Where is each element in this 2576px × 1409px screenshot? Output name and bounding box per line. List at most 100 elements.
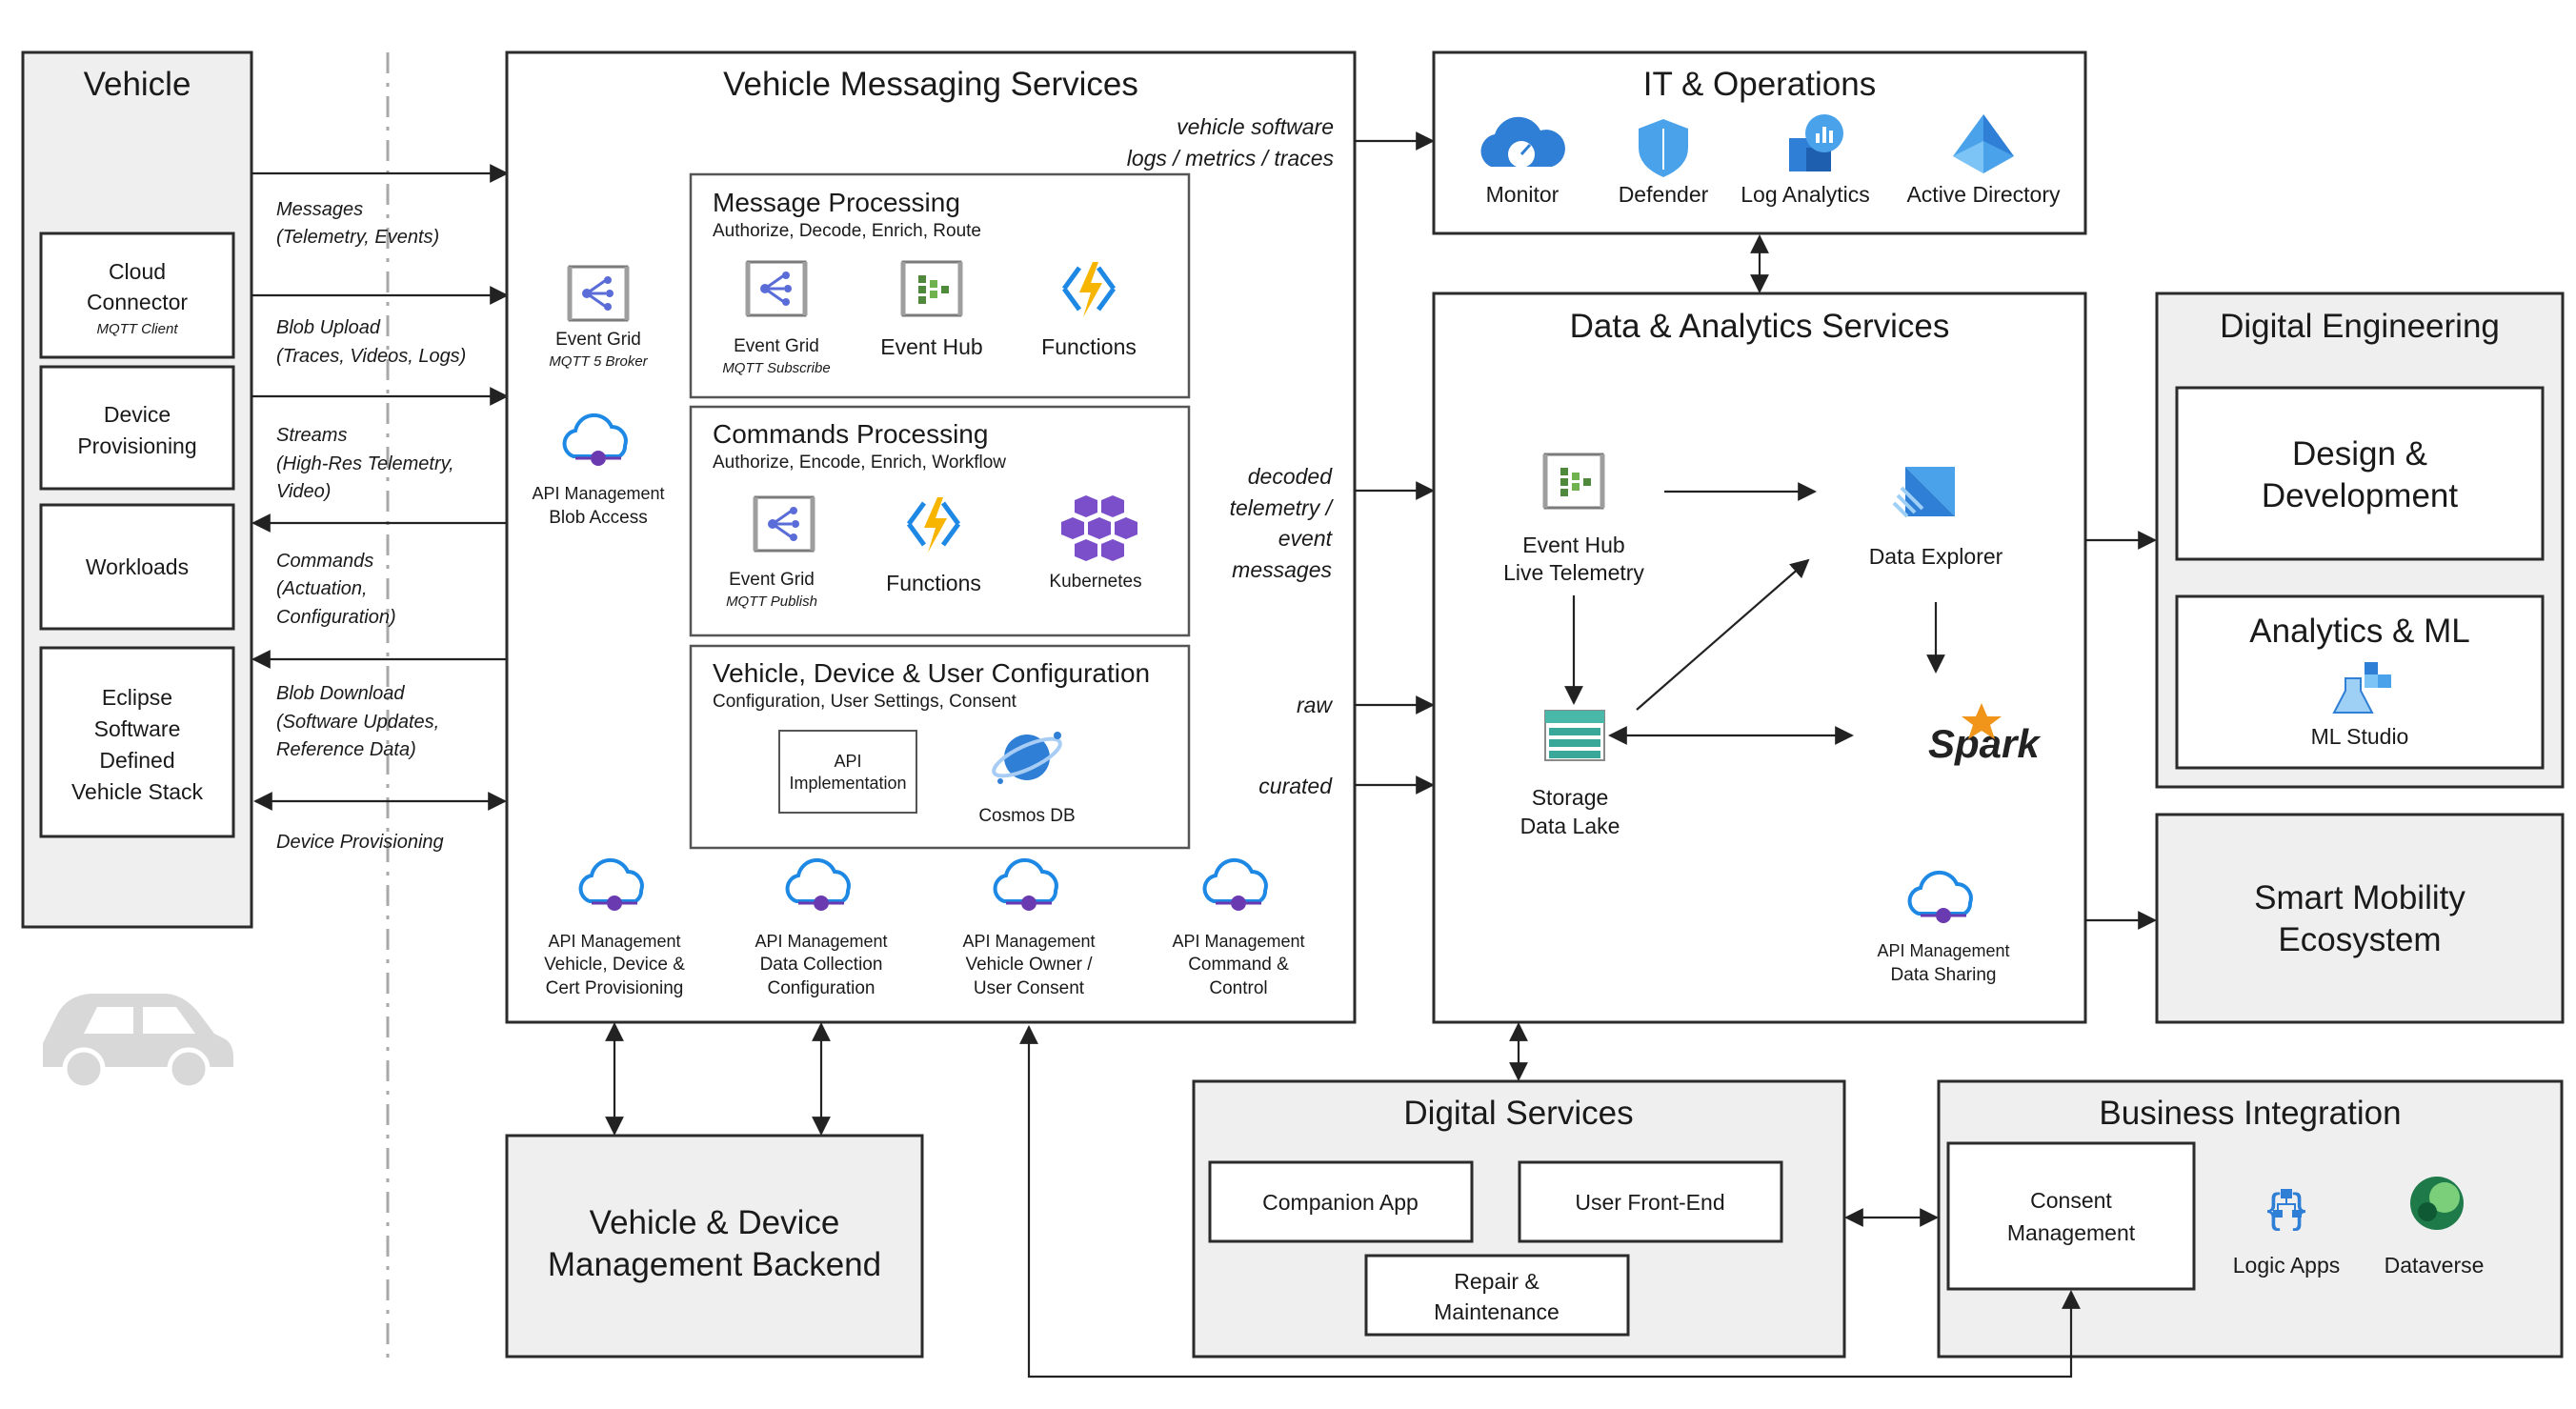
configuration-box[interactable]	[689, 644, 1191, 850]
monitor-label: Monitor	[1486, 182, 1560, 207]
data-analytics-title: Data & Analytics Services	[1570, 308, 1950, 345]
eclipse-label-3: Defined	[99, 748, 174, 773]
digital-services-title: Digital Services	[1403, 1095, 1633, 1132]
dataverse-label: Dataverse	[2385, 1253, 2485, 1278]
smart-mobility-panel[interactable]: Smart Mobility Ecosystem	[2155, 813, 2565, 1024]
commands-processing-title: Commands Processing	[713, 419, 988, 449]
link-messages-label: Messages	[276, 199, 363, 220]
consent-vms-link	[1019, 1025, 2081, 1379]
cosmos-db-icon	[992, 732, 1062, 784]
api-command-sub-2: Control	[1209, 978, 1267, 998]
cloud-connector-label: Cloud	[109, 259, 166, 284]
business-integration-panel: Business Integration Consent Management …	[1937, 1079, 2564, 1359]
link-streams-sub-2: Video)	[276, 481, 331, 502]
kubernetes-label: Kubernetes	[1049, 572, 1141, 592]
configuration-title: Vehicle, Device & User Configuration	[713, 658, 1150, 688]
data-analytics-panel: Data & Analytics Services Event Hub Live…	[1432, 292, 2087, 1024]
consent-label: Consent	[2030, 1188, 2112, 1213]
link-messages-sub: (Telemetry, Events)	[276, 227, 439, 248]
link-blob-download-sub-1: (Software Updates,	[276, 712, 439, 733]
api-data-collection-sub-1: Data Collection	[760, 955, 883, 975]
digital-engineering-title: Digital Engineering	[2220, 308, 2500, 345]
link-raw-label: raw	[1297, 693, 1333, 717]
spark-icon: Spark	[1928, 703, 2042, 766]
api-data-collection-label: API Management	[755, 932, 887, 951]
it-operations-panel: IT & Operations Monitor Defender Log Ana…	[1432, 50, 2087, 235]
vehicle-device-backend-panel[interactable]: Vehicle & Device Management Backend	[505, 1134, 924, 1359]
data-lake-label: Data Lake	[1520, 814, 1620, 838]
mp-event-grid-sub: MQTT Subscribe	[722, 360, 830, 376]
companion-app-label: Companion App	[1262, 1190, 1419, 1215]
link-vehicle-software-label: vehicle software	[1177, 114, 1334, 139]
api-impl-label-1: API	[834, 752, 861, 771]
it-operations-title: IT & Operations	[1643, 66, 1876, 103]
configuration-subtitle: Configuration, User Settings, Consent	[713, 692, 1017, 712]
mp-event-hub-label: Event Hub	[880, 334, 982, 359]
cloud-connector-box[interactable]	[39, 231, 235, 359]
vehicle-messaging-services: Vehicle Messaging Services Event Grid MQ…	[505, 50, 1357, 1024]
active-directory-icon	[1953, 114, 2014, 173]
api-blob-label: API Management	[532, 484, 664, 503]
link-blob-upload-label: Blob Upload	[276, 317, 381, 338]
link-decoded-1: decoded	[1248, 464, 1333, 489]
kubernetes-icon	[1061, 495, 1137, 561]
link-curated-label: curated	[1258, 774, 1333, 798]
defender-label: Defender	[1619, 182, 1709, 207]
eclipse-label-2: Software	[94, 716, 181, 741]
workloads-box[interactable]	[39, 503, 235, 631]
workloads-label: Workloads	[86, 554, 189, 579]
api-impl-label-2: Implementation	[789, 774, 906, 793]
api-implementation-box[interactable]	[778, 730, 917, 814]
api-data-collection-sub-2: Configuration	[767, 978, 875, 998]
analytics-ml-label: Analytics & ML	[2249, 613, 2469, 650]
logic-apps-label: Logic Apps	[2233, 1253, 2341, 1278]
event-hub-icon	[903, 262, 960, 315]
device-provisioning-label-2: Provisioning	[77, 433, 196, 458]
device-provisioning-box[interactable]	[39, 365, 235, 491]
device-provisioning-label: Device	[104, 402, 171, 427]
eclipse-sdv-box[interactable]	[39, 646, 235, 838]
cloud-connector-sub: MQTT Client	[96, 321, 178, 337]
ecosystem-label: Ecosystem	[2278, 921, 2441, 958]
vms-title: Vehicle Messaging Services	[723, 66, 1138, 103]
event-grid-icon	[748, 262, 805, 315]
digital-engineering-panel: Digital Engineering Design & Development…	[2155, 292, 2565, 789]
link-vehicle-software-sub: logs / metrics / traces	[1127, 146, 1335, 171]
ml-studio-label: ML Studio	[2311, 724, 2409, 749]
active-directory-label: Active Directory	[1906, 182, 2061, 207]
event-grid-icon	[755, 497, 813, 551]
link-decoded-2: telemetry /	[1230, 495, 1335, 520]
maintenance-label: Maintenance	[1434, 1299, 1560, 1324]
api-provisioning-sub-1: Vehicle, Device &	[544, 955, 685, 975]
api-data-sharing-label: API Management	[1877, 941, 2009, 960]
car-icon	[43, 994, 233, 1091]
api-consent-label: API Management	[962, 932, 1095, 951]
link-commands-sub-2: Configuration)	[276, 607, 396, 628]
design-label: Design &	[2292, 435, 2427, 473]
management-label: Management	[2007, 1220, 2136, 1245]
link-decoded-3: event	[1278, 526, 1334, 551]
link-blob-download-sub-2: Reference Data)	[276, 739, 416, 760]
digital-services-panel: Digital Services Companion App User Fron…	[1192, 1079, 1846, 1359]
api-blob-sub: Blob Access	[549, 508, 648, 528]
data-explorer-label: Data Explorer	[1869, 544, 2003, 569]
cp-functions-label: Functions	[886, 571, 981, 595]
consent-management-box[interactable]	[1946, 1141, 2196, 1291]
link-commands-sub-1: (Actuation,	[276, 578, 368, 599]
live-telemetry-sub: Live Telemetry	[1503, 560, 1644, 585]
vehicle-title: Vehicle	[84, 66, 191, 103]
design-development-box[interactable]	[2175, 386, 2545, 561]
link-commands-label: Commands	[276, 551, 373, 572]
link-blob-download-label: Blob Download	[276, 683, 405, 704]
vehicle-links: Messages (Telemetry, Events) Blob Upload…	[252, 164, 509, 853]
link-decoded-4: messages	[1232, 557, 1332, 582]
eclipse-label-1: Eclipse	[102, 685, 172, 710]
api-command-sub-1: Command &	[1188, 955, 1289, 975]
backend-label-1: Vehicle & Device	[590, 1204, 840, 1241]
event-grid-broker-sub: MQTT 5 Broker	[549, 353, 648, 370]
log-analytics-icon	[1789, 114, 1843, 171]
data-explorer-icon	[1892, 467, 1955, 518]
eclipse-label-4: Vehicle Stack	[71, 779, 204, 804]
api-consent-sub-1: Vehicle Owner /	[965, 955, 1093, 975]
